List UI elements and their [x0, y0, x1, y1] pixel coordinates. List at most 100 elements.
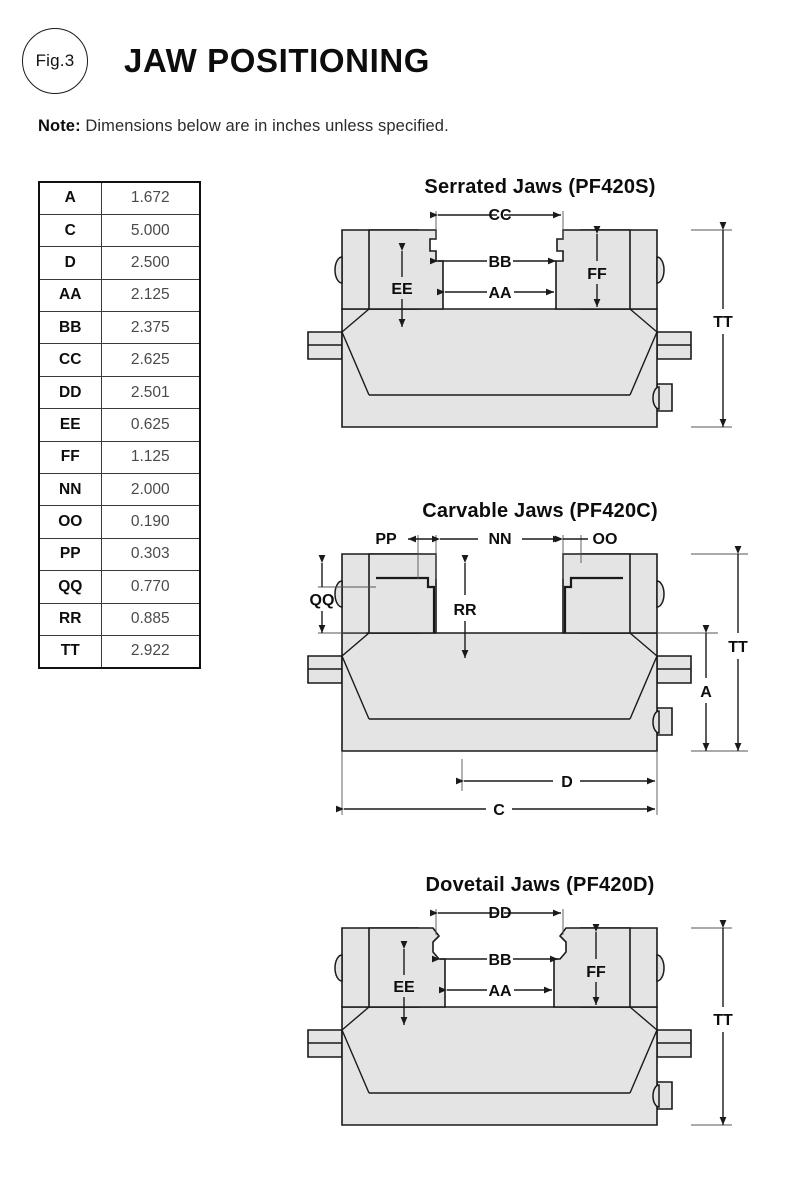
dim-label-c: C [493, 802, 505, 819]
dim-value: 0.625 [100, 408, 201, 442]
dim-key: EE [38, 408, 102, 442]
dim-label-nn: NN [488, 531, 511, 548]
vise-base-body [341, 1006, 658, 1126]
right-oval-pin-icon [656, 954, 665, 982]
chamfer-top-left [341, 308, 370, 333]
dim-label-bb: BB [488, 254, 511, 271]
extension-lines [435, 211, 732, 428]
vise-base-body [341, 308, 658, 428]
diagram-title-dovetail: Dovetail Jaws (PF420D) [425, 874, 655, 896]
diagram-dovetail-jaws: Dovetail Jaws (PF420D) [300, 874, 780, 1167]
right-carvable-notch [563, 576, 623, 633]
chamfer-top-right [629, 308, 658, 333]
dim-label-d: D [561, 774, 573, 791]
dim-value: 0.770 [100, 570, 201, 604]
dim-key: FF [38, 440, 102, 475]
dim-key: TT [38, 634, 102, 669]
dimension-qq: QQ [310, 555, 335, 633]
body-detail-lines [308, 308, 691, 396]
dim-value: 0.190 [100, 505, 201, 539]
dim-label-pp: PP [375, 531, 397, 548]
dimension-aa: AA [437, 285, 554, 302]
dimension-ee: EE [393, 941, 415, 1025]
right-lower-oval-pin-icon [652, 1084, 660, 1108]
body-detail-lines [308, 1006, 691, 1094]
dim-value: 1.125 [100, 440, 201, 475]
dim-value: 2.125 [100, 278, 201, 313]
dim-key: NN [38, 473, 102, 507]
dimension-oo: OO [555, 531, 618, 548]
oval-pins [334, 256, 665, 410]
dim-key: C [38, 213, 102, 248]
dim-key: DD [38, 375, 102, 410]
dim-key: D [38, 246, 102, 280]
right-lower-oval-pin-icon [652, 710, 660, 734]
note-line: Note: Dimensions below are in inches unl… [38, 117, 449, 136]
dimension-a: A [700, 625, 712, 751]
dim-label-ff: FF [587, 266, 607, 283]
dim-value: 2.501 [100, 375, 201, 410]
dimension-ff: FF [586, 924, 606, 1005]
page-header: Fig.3 JAW POSITIONING [22, 22, 767, 100]
dim-label-cc: CC [488, 207, 512, 224]
dim-value: 0.885 [100, 602, 201, 636]
dim-label-qq: QQ [310, 592, 335, 609]
dimension-ff: FF [587, 226, 607, 307]
dimension-pp: PP [375, 531, 436, 548]
dimension-bb: BB [432, 952, 558, 969]
left-carvable-jaw [368, 553, 437, 634]
diagram-carvable-jaws: Carvable Jaws (PF420C) [300, 500, 780, 833]
dimension-d: D [456, 774, 655, 791]
serrated-jaws-drawing: CC BB AA EE FF TT [307, 207, 733, 428]
right-oval-pin-icon [656, 580, 665, 608]
page-title: JAW POSITIONING [124, 42, 431, 79]
figure-badge: Fig.3 [22, 28, 88, 94]
dim-key: OO [38, 505, 102, 539]
right-lower-oval-pin-icon [652, 386, 660, 410]
chamfer-bottom-right [629, 331, 658, 396]
dim-value: 2.922 [100, 634, 201, 669]
dim-value: 2.375 [100, 311, 201, 345]
dimension-dd: DD [430, 905, 561, 922]
left-oval-pin-icon [334, 580, 343, 608]
dim-label-aa: AA [488, 983, 512, 1000]
dimension-bb: BB [430, 254, 556, 271]
dim-label-dd: DD [488, 905, 511, 922]
dimension-tt: TT [713, 920, 733, 1125]
oval-pins [334, 580, 665, 734]
dimension-ee: EE [391, 243, 413, 327]
dimension-rr: RR [453, 555, 477, 658]
right-serrated-jaw [555, 229, 631, 310]
dim-label-tt: TT [728, 639, 748, 656]
dim-label-bb: BB [488, 952, 511, 969]
dim-value: 1.672 [100, 181, 201, 215]
dim-label-rr: RR [453, 602, 477, 619]
dim-key: CC [38, 343, 102, 377]
dim-label-a: A [700, 684, 712, 701]
dim-label-ee: EE [393, 979, 415, 996]
carvable-jaws-drawing: PP NN OO QQ RR TT [307, 531, 748, 819]
dim-value: 2.500 [100, 246, 201, 280]
dim-label-aa: AA [488, 285, 512, 302]
dim-label-ff: FF [586, 964, 606, 981]
dim-key: AA [38, 278, 102, 313]
oval-pins [334, 954, 665, 1108]
dim-label-tt: TT [713, 314, 733, 331]
dimension-aa: AA [439, 983, 552, 1000]
left-carvable-notch [376, 576, 436, 633]
dim-label-oo: OO [593, 531, 618, 548]
body-detail-lines [308, 632, 691, 720]
